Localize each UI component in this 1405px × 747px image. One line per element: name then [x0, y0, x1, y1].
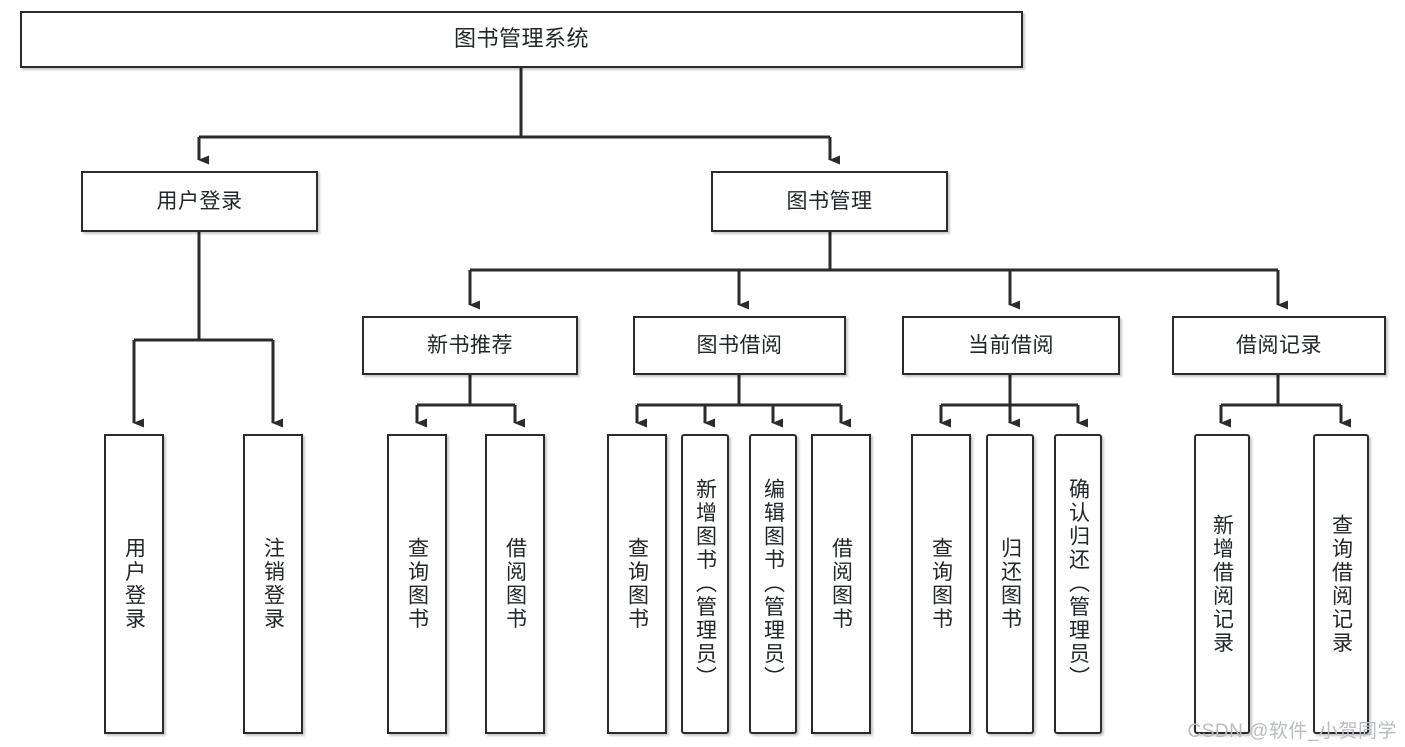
node-label: 图书管理系统 [453, 26, 589, 52]
node-root-system[interactable]: 图书管理系统 [20, 11, 1023, 68]
leaf-cb-query-book[interactable]: 查询图书 [911, 434, 971, 734]
leaf-bb-query-book[interactable]: 查询图书 [607, 434, 667, 734]
node-label: 用户登录 [156, 189, 243, 213]
node-label: 注销登录 [261, 537, 285, 631]
node-label: 归还图书 [998, 537, 1022, 631]
node-label: 查询图书 [625, 537, 649, 631]
node-current-borrow[interactable]: 当前借阅 [902, 316, 1120, 375]
node-label: 用户登录 [122, 537, 146, 631]
leaf-cb-confirm-return-admin[interactable]: 确认归还（管理员） [1054, 434, 1102, 734]
leaf-nb-borrow-book[interactable]: 借阅图书 [485, 434, 545, 734]
node-label: 新增借阅记录 [1210, 513, 1234, 655]
node-book-borrow[interactable]: 图书借阅 [633, 316, 846, 375]
leaf-user-login[interactable]: 用户登录 [104, 434, 164, 734]
leaf-br-add-record[interactable]: 新增借阅记录 [1194, 434, 1250, 734]
node-user-login[interactable]: 用户登录 [81, 171, 318, 232]
node-label: 查询图书 [405, 537, 429, 631]
leaf-br-query-record[interactable]: 查询借阅记录 [1313, 434, 1369, 734]
leaf-cb-return-book[interactable]: 归还图书 [986, 434, 1034, 734]
node-label: 查询图书 [929, 537, 953, 631]
node-label: 确认归还（管理员） [1066, 478, 1090, 690]
node-label: 借阅图书 [503, 537, 527, 631]
node-label: 图书管理 [786, 189, 873, 213]
node-label: 编辑图书（管理员） [761, 478, 785, 690]
node-book-management[interactable]: 图书管理 [711, 171, 948, 232]
node-borrow-record[interactable]: 借阅记录 [1172, 316, 1386, 375]
node-new-book-recommend[interactable]: 新书推荐 [362, 316, 578, 375]
leaf-nb-query-book[interactable]: 查询图书 [387, 434, 447, 734]
leaf-bb-borrow-book[interactable]: 借阅图书 [811, 434, 871, 734]
node-label: 图书借阅 [696, 333, 783, 357]
node-label: 当前借阅 [968, 333, 1054, 357]
node-label: 借阅记录 [1236, 333, 1322, 357]
node-label: 新增图书（管理员） [693, 478, 717, 690]
node-label: 查询借阅记录 [1329, 513, 1353, 655]
node-label: 借阅图书 [829, 537, 853, 631]
leaf-bb-edit-book-admin[interactable]: 编辑图书（管理员） [749, 434, 797, 734]
node-label: 新书推荐 [427, 333, 513, 357]
leaf-bb-add-book-admin[interactable]: 新增图书（管理员） [681, 434, 729, 734]
leaf-logout[interactable]: 注销登录 [243, 434, 303, 734]
